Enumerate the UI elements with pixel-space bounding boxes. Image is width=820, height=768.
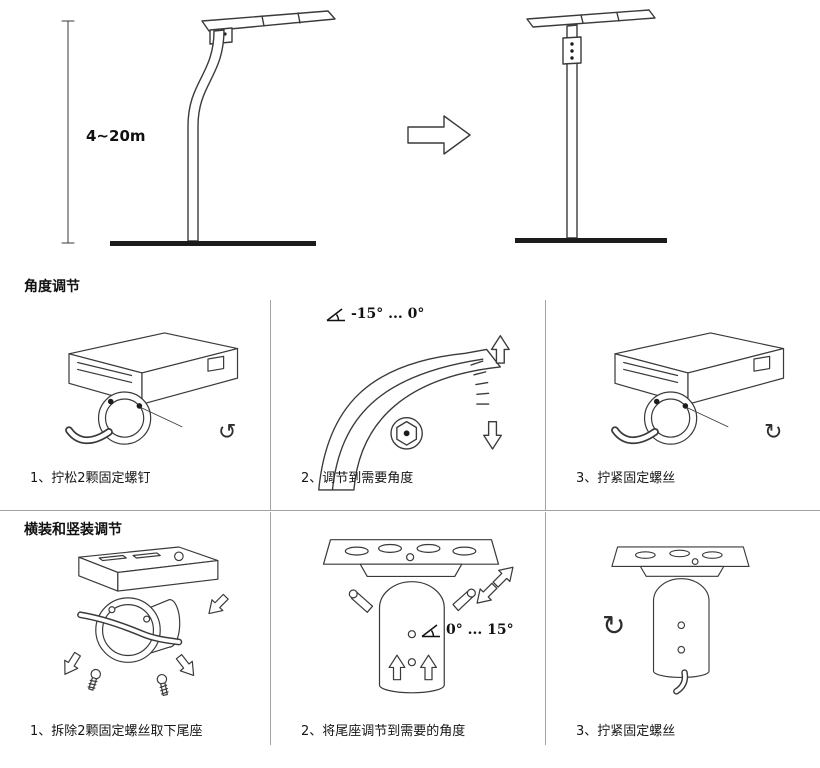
- leader-line: [686, 407, 729, 428]
- straight-pole-streetlight-drawing: [515, 9, 667, 243]
- height-dimension-label: 4~20m: [86, 127, 146, 145]
- mount-section-title: 横装和竖装调节: [24, 522, 122, 538]
- angle-icon: [326, 308, 345, 322]
- step-caption: 3、拧紧固定螺丝: [576, 724, 676, 739]
- fixing-screw: [107, 398, 114, 405]
- remove-arrow-left: [57, 649, 85, 679]
- removed-screw: [87, 668, 102, 691]
- lamp-housing-bottom: [322, 539, 500, 565]
- tighten-screws-drawing: [611, 332, 785, 445]
- tighten-tailseat-drawing: [611, 546, 750, 695]
- step-caption: 1、拆除2颗固定螺丝取下尾座: [30, 724, 203, 739]
- screw-hole: [407, 658, 416, 667]
- rotate-cw-icon: ↻: [764, 420, 783, 445]
- step-caption: 1、拧松2颗固定螺钉: [30, 471, 151, 486]
- fixing-screw: [653, 398, 660, 405]
- mount-steps-row: 1、拆除2颗固定螺丝取下尾座: [0, 512, 820, 745]
- mount-step-1-panel: 1、拆除2颗固定螺丝取下尾座: [0, 512, 270, 745]
- screw-hole: [407, 630, 416, 639]
- adjust-tailseat-drawing: [322, 539, 520, 694]
- loosen-screws-drawing: [65, 332, 239, 445]
- screw-hole: [143, 615, 151, 623]
- curved-pole: [187, 29, 225, 242]
- angle-step-2-panel: -15° ... 0° 2、调节到需要角度: [270, 300, 545, 510]
- transform-arrow-icon: [407, 115, 471, 155]
- angle-range-text: -15° ... 0°: [351, 306, 425, 322]
- fixing-screw: [682, 403, 689, 409]
- angle-step-3-panel: ↻ 3、拧紧固定螺丝: [545, 300, 820, 510]
- sensor: [406, 553, 415, 562]
- step-caption: 3、拧紧固定螺丝: [576, 471, 676, 486]
- tilt-bracket: [318, 348, 502, 491]
- ground-base: [110, 241, 316, 246]
- tilt-down-arrow: [483, 420, 502, 450]
- adjust-angle-drawing: [318, 335, 510, 491]
- mount-step-2-panel: 0° ... 15° 2、将尾座调节到需要的角度: [270, 512, 545, 745]
- fixing-screw: [677, 645, 686, 654]
- detach-arrow: [202, 590, 232, 620]
- mount-plate: [639, 565, 725, 577]
- vent-slot: [132, 552, 161, 559]
- sensor: [691, 558, 699, 566]
- angle-range-label: -15° ... 0°: [326, 306, 424, 322]
- step-caption: 2、将尾座调节到需要的角度: [301, 724, 466, 739]
- step-caption: 2、调节到需要角度: [301, 471, 414, 486]
- fixing-screw: [677, 621, 686, 630]
- angle-section-title: 角度调节: [24, 279, 80, 295]
- mount-plate: [359, 563, 463, 578]
- angle-icon: [421, 624, 440, 638]
- angle-range-label: 0° ... 15°: [421, 622, 514, 638]
- latch: [207, 355, 225, 372]
- angle-steps-row: ↺ 1、拧松2颗固定螺钉 -15° ... 0°: [0, 300, 820, 510]
- section-divider: [0, 510, 820, 511]
- leader-line: [140, 407, 183, 428]
- remove-arrow-right: [172, 651, 201, 681]
- angle-step-1-panel: ↺ 1、拧松2颗固定螺钉: [0, 300, 270, 510]
- latch: [753, 355, 771, 372]
- ground-base: [515, 238, 667, 243]
- lamp-head: [526, 9, 656, 28]
- remove-tailseat-drawing: [57, 546, 232, 697]
- removed-screw: [156, 674, 169, 697]
- curved-pole-streetlight-drawing: [61, 10, 336, 246]
- mount-step-3-panel: ↻ 3、拧紧固定螺丝: [545, 512, 820, 745]
- fixing-screw: [136, 403, 143, 409]
- lamp-head: [201, 10, 336, 32]
- screw-hole: [108, 606, 116, 614]
- rotate-ccw-icon: ↺: [218, 420, 237, 445]
- rotate-cw-icon: ↻: [602, 609, 626, 642]
- sensor: [174, 551, 184, 562]
- height-dimension-line: [61, 20, 75, 244]
- angle-range-text: 0° ... 15°: [446, 622, 514, 638]
- vent-slot: [98, 554, 127, 562]
